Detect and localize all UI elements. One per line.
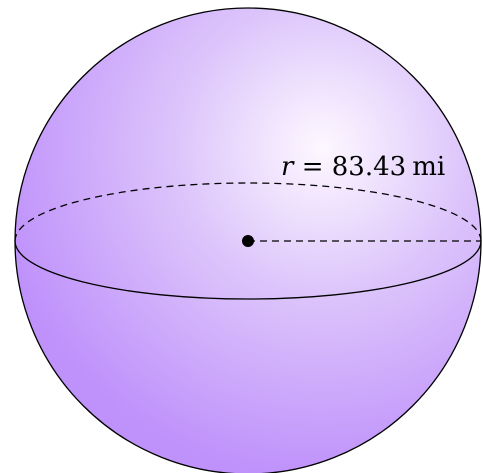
radius-equals: = [293,152,331,182]
equator-back-dashed [14,182,482,242]
radius-value: 83.43 [332,152,406,182]
center-point [242,235,254,247]
radius-variable: r [281,152,295,182]
equator-front-solid [14,240,482,300]
radius-unit: mi [412,152,445,182]
